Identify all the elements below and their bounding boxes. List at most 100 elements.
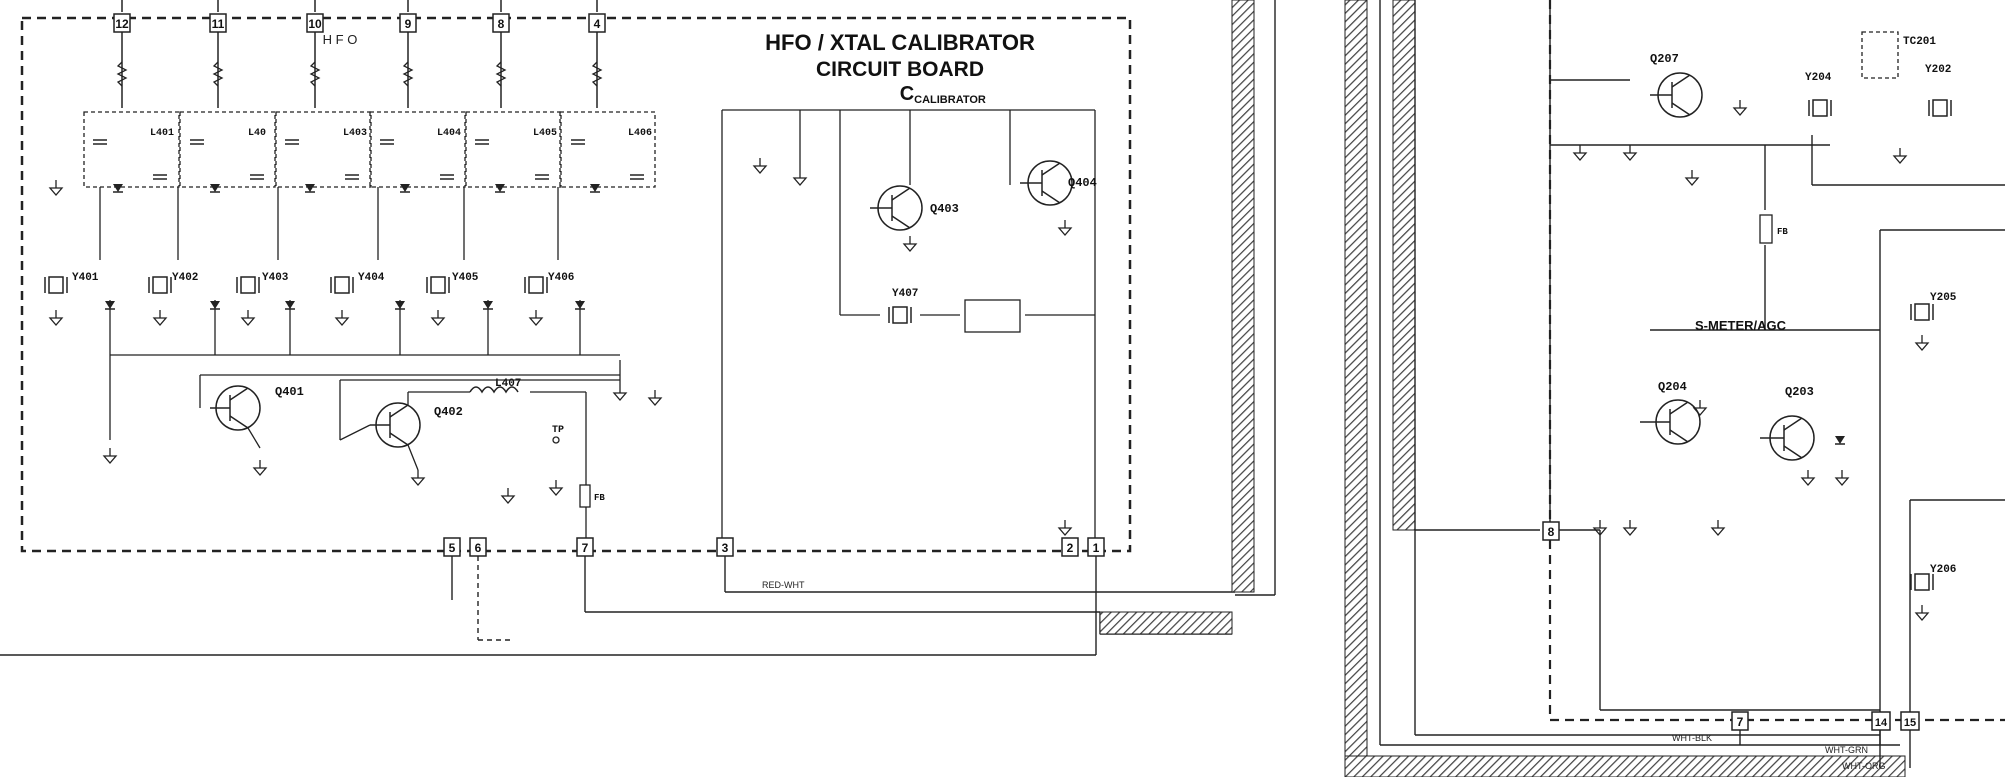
- svg-text:2: 2: [1067, 541, 1074, 555]
- top-terminal-4: 4: [588, 13, 606, 33]
- svg-text:Q402: Q402: [434, 405, 463, 419]
- cable-shield-right-inner: [1392, 0, 1416, 531]
- wire-label-wht-grn: WHT-GRN: [1825, 745, 1868, 755]
- transistor-q403: Q403: [870, 185, 959, 231]
- bottom-terminal-2: 2: [1061, 537, 1079, 557]
- svg-text:6: 6: [475, 541, 482, 555]
- svg-text:Y202: Y202: [1925, 64, 1951, 76]
- right-terminal-7: 7: [1731, 711, 1749, 731]
- calibrator-label: CALIBRATOR: [914, 94, 986, 106]
- crystal-y405: Y405: [426, 272, 479, 294]
- svg-text:14: 14: [1875, 717, 1888, 729]
- crystal-y202: Y202: [1925, 64, 1952, 117]
- wire-label-wht-org: WHT-ORG: [1842, 761, 1886, 771]
- svg-text:Y205: Y205: [1930, 292, 1957, 304]
- coil-l407: L407: [469, 378, 521, 394]
- svg-text:10: 10: [308, 17, 322, 31]
- svg-text:Q404: Q404: [1068, 176, 1097, 190]
- coil-l403: L403: [343, 128, 367, 139]
- coil-l401: L401: [150, 128, 174, 139]
- svg-text:TC201: TC201: [1903, 36, 1936, 48]
- wire-label-red-wht: RED-WHT: [762, 580, 805, 590]
- trimmer-tc201: TC201: [1861, 31, 1936, 79]
- transistor-q401: Q401: [210, 385, 304, 431]
- hfo-label: H F O: [323, 32, 358, 47]
- crystal-y205: Y205: [1910, 292, 1957, 321]
- svg-text:Q203: Q203: [1785, 385, 1814, 399]
- crystal-y402: Y402: [148, 272, 198, 294]
- cable-shield-right-outer: [1344, 0, 1368, 777]
- svg-text:Y204: Y204: [1805, 72, 1832, 84]
- ground-symbols-right: [1573, 99, 1929, 621]
- svg-text:Y206: Y206: [1930, 564, 1956, 576]
- crystal-y204: Y204: [1805, 72, 1832, 117]
- svg-text:FB: FB: [1777, 227, 1788, 237]
- svg-text:5: 5: [449, 541, 456, 555]
- wire-label-wht-blk: WHT-BLK: [1672, 733, 1712, 743]
- svg-text:Q204: Q204: [1658, 380, 1687, 394]
- svg-text:Y403: Y403: [262, 272, 289, 284]
- svg-text:FB: FB: [594, 493, 605, 503]
- svg-text:Y404: Y404: [358, 272, 385, 284]
- bottom-terminal-7: 7: [576, 537, 594, 557]
- svg-text:Y402: Y402: [172, 272, 198, 284]
- ferrite-bead-left: FB: [579, 484, 605, 508]
- svg-text:TP: TP: [552, 425, 564, 436]
- board-subtitle: CIRCUIT BOARD: [816, 58, 984, 81]
- board-title: HFO / XTAL CALIBRATOR: [765, 30, 1035, 55]
- svg-text:8: 8: [498, 17, 505, 31]
- cable-shield-right-bottom: [1344, 755, 1906, 777]
- svg-text:4: 4: [594, 17, 601, 31]
- transistor-q204: Q204: [1640, 380, 1701, 445]
- cable-shield-left: [1231, 0, 1255, 593]
- crystal-y403: Y403: [236, 272, 289, 294]
- coil-l404: L404: [437, 128, 461, 139]
- coil-labels: L401 L40 L403 L404 L405 L406: [150, 128, 652, 139]
- right-circuit-board: Q207 Y204 Y202 TC201 FB Y205 Y206 S-METE…: [1344, 0, 2005, 777]
- crystal-y404: Y404: [330, 272, 385, 294]
- svg-text:Q403: Q403: [930, 202, 959, 216]
- right-terminal-14: 14: [1871, 711, 1891, 731]
- top-terminal-10: 10: [306, 13, 324, 33]
- top-terminal-11: 11: [209, 13, 227, 33]
- cable-shield-bottom: [1099, 611, 1233, 635]
- coil-l402: L40: [248, 128, 266, 139]
- bottom-terminal-3: 3: [716, 537, 734, 557]
- svg-text:Y405: Y405: [452, 272, 479, 284]
- test-point-tp: TP: [552, 425, 564, 444]
- right-diode: [1834, 435, 1846, 445]
- hfo-channel-sections: [83, 61, 656, 356]
- transistor-q402: Q402: [370, 402, 463, 448]
- svg-text:9: 9: [405, 17, 412, 31]
- board-letter: C: [900, 83, 914, 105]
- bottom-terminal-1: 1: [1087, 537, 1105, 557]
- coil-l405: L405: [533, 128, 557, 139]
- smeter-agc-label: S-METER/AGC: [1695, 318, 1787, 333]
- top-terminal-12: 12: [113, 13, 131, 33]
- ferrite-bead-right: FB: [1759, 214, 1788, 244]
- bottom-terminal-6: 6: [469, 537, 487, 557]
- bottom-terminal-5: 5: [443, 537, 461, 557]
- svg-text:Y401: Y401: [72, 272, 99, 284]
- crystal-y401: Y401: [44, 272, 99, 294]
- svg-text:3: 3: [722, 541, 729, 555]
- svg-text:7: 7: [1737, 715, 1744, 729]
- transistor-q404: Q404: [1020, 160, 1097, 206]
- svg-text:Y406: Y406: [548, 272, 574, 284]
- svg-text:Y407: Y407: [892, 288, 918, 300]
- top-terminal-8: 8: [492, 13, 510, 33]
- board-outline: [20, 16, 1132, 553]
- crystal-y206: Y206: [1910, 564, 1956, 591]
- svg-text:Q401: Q401: [275, 385, 304, 399]
- transistor-q203: Q203: [1760, 385, 1815, 461]
- svg-text:8: 8: [1548, 525, 1555, 539]
- svg-text:12: 12: [115, 17, 129, 31]
- top-terminal-9: 9: [399, 13, 417, 33]
- left-circuit-board: HFO / XTAL CALIBRATOR CIRCUIT BOARD C CA…: [0, 0, 1276, 656]
- crystal-y406: Y406: [524, 272, 574, 294]
- crystal-y407: Y407: [888, 288, 918, 324]
- svg-text:Q207: Q207: [1650, 52, 1679, 66]
- right-terminal-15: 15: [1900, 711, 1920, 731]
- right-terminal-8: 8: [1542, 521, 1560, 541]
